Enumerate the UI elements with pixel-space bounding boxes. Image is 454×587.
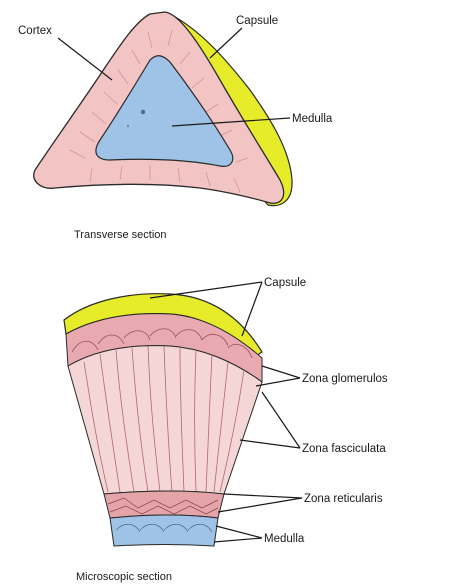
leader-capsule-micro-2 xyxy=(242,282,262,336)
caption-transverse: Transverse section xyxy=(74,229,167,241)
caption-microscopic: Microscopic section xyxy=(76,571,172,583)
microscopic-section-figure: Capsule Zona glomerulos Zona fasciculata… xyxy=(64,277,388,583)
leader-fasciculata-1 xyxy=(262,392,300,448)
medulla-vessel-dot xyxy=(141,110,145,114)
label-zona-fasciculata: Zona fasciculata xyxy=(302,443,386,455)
leader-medulla-micro-2 xyxy=(214,538,262,542)
leader-capsule xyxy=(210,28,242,58)
label-capsule-microscopic: Capsule xyxy=(264,277,306,289)
label-medulla-transverse: Medulla xyxy=(292,113,333,125)
label-zona-glomerulosa: Zona glomerulos xyxy=(302,373,388,385)
leader-fasciculata-2 xyxy=(240,440,300,448)
label-capsule-transverse: Capsule xyxy=(236,15,278,27)
leader-capsule-micro-1 xyxy=(150,282,262,298)
transverse-section-figure: Cortex Capsule Medulla Transverse sectio… xyxy=(18,12,333,241)
leader-reticularis-1 xyxy=(224,494,302,498)
leader-medulla-micro-1 xyxy=(216,526,262,538)
medulla-vessel-dot-small xyxy=(127,125,129,127)
microscopic-medulla xyxy=(110,515,218,546)
leader-cortex xyxy=(58,38,112,80)
label-cortex: Cortex xyxy=(18,25,52,37)
leader-glomerulosa-1 xyxy=(262,366,300,378)
leader-glomerulosa-2 xyxy=(256,378,300,386)
leader-reticularis-2 xyxy=(218,498,302,512)
label-medulla-microscopic: Medulla xyxy=(264,533,305,545)
label-zona-reticularis: Zona reticularis xyxy=(304,493,383,505)
